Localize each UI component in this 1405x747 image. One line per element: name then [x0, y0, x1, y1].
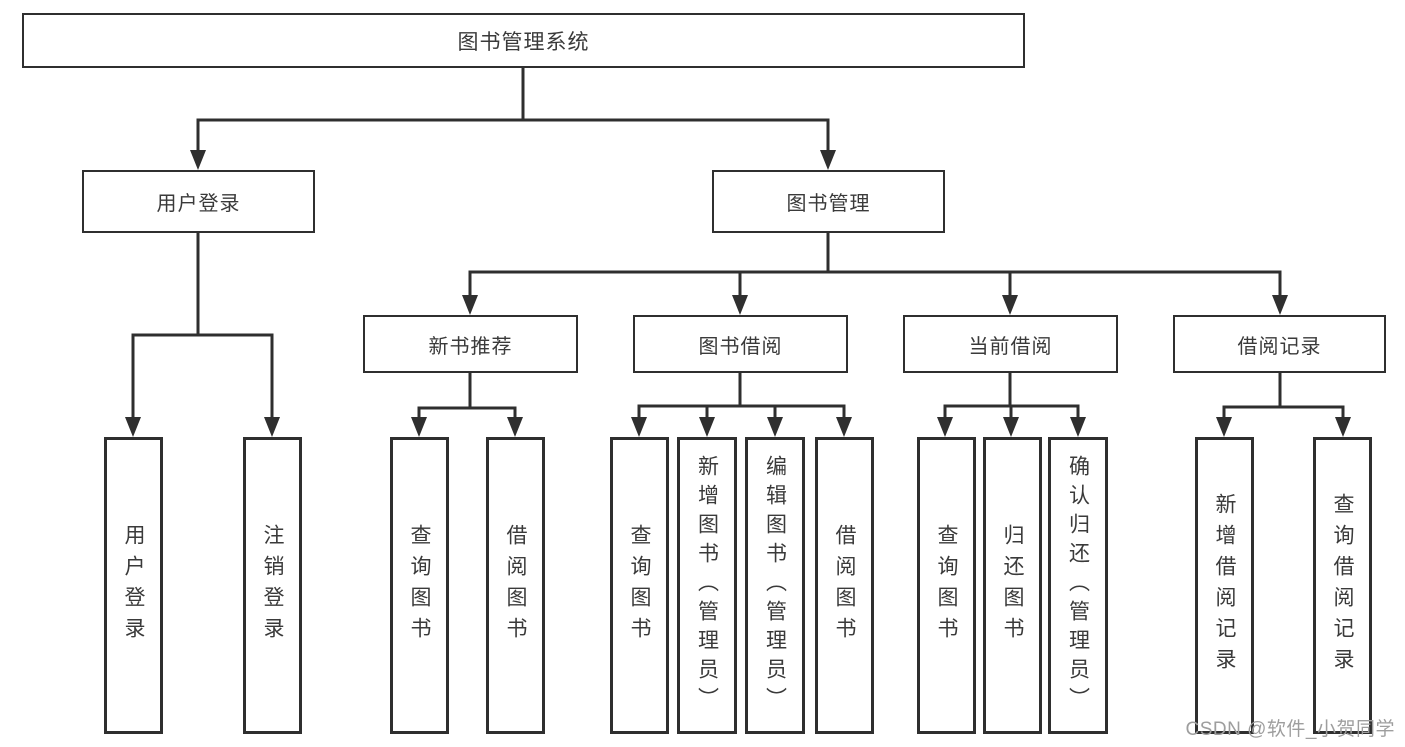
node-label: 图书管理	[786, 193, 871, 215]
node-label: 编辑图书（管理员）	[763, 455, 787, 716]
leaf-logout: 注销登录	[243, 437, 302, 734]
node-new-book-recommendation: 新书推荐	[363, 315, 578, 373]
node-current-borrowing: 当前借阅	[903, 315, 1118, 373]
node-label: 归还图书	[1001, 523, 1024, 648]
node-book-borrowing: 图书借阅	[633, 315, 848, 373]
node-label: 注销登录	[261, 523, 284, 648]
node-label: 用户登录	[122, 523, 145, 648]
node-label: 查询图书	[408, 523, 431, 648]
node-library-management-system: 图书管理系统	[22, 13, 1025, 68]
node-user-login: 用户登录	[82, 170, 315, 233]
leaf-add-borrow-record: 新增借阅记录	[1195, 437, 1254, 734]
node-label: 新书推荐	[428, 335, 513, 358]
node-label: 新增图书（管理员）	[695, 455, 719, 716]
leaf-query-books-borrowing: 查询图书	[610, 437, 669, 734]
node-book-management: 图书管理	[712, 170, 945, 233]
node-label: 当前借阅	[968, 335, 1053, 358]
leaf-user-login: 用户登录	[104, 437, 163, 734]
node-label: 查询图书	[628, 523, 651, 648]
leaf-query-books-recommend: 查询图书	[390, 437, 449, 734]
node-label: 查询借阅记录	[1331, 492, 1354, 679]
node-label: 图书管理系统	[457, 30, 590, 54]
node-label: 借阅图书	[833, 523, 856, 648]
leaf-query-borrow-record: 查询借阅记录	[1313, 437, 1372, 734]
node-borrowing-records: 借阅记录	[1173, 315, 1386, 373]
leaf-borrow-books-recommend: 借阅图书	[486, 437, 545, 734]
leaf-edit-books-admin: 编辑图书（管理员）	[745, 437, 805, 734]
node-label: 确认归还（管理员）	[1066, 455, 1090, 716]
leaf-query-books-current: 查询图书	[917, 437, 976, 734]
leaf-borrow-books: 借阅图书	[815, 437, 874, 734]
leaf-return-books: 归还图书	[983, 437, 1042, 734]
node-label: 借阅记录	[1237, 335, 1322, 358]
node-label: 图书借阅	[698, 335, 783, 358]
node-label: 借阅图书	[504, 523, 527, 648]
node-label: 查询图书	[935, 523, 958, 648]
csdn-watermark: CSDN @软件_小贺同学	[1185, 719, 1395, 740]
leaf-add-books-admin: 新增图书（管理员）	[677, 437, 737, 734]
leaf-confirm-return-admin: 确认归还（管理员）	[1048, 437, 1108, 734]
node-label: 用户登录	[156, 193, 241, 215]
node-label: 新增借阅记录	[1213, 492, 1236, 679]
